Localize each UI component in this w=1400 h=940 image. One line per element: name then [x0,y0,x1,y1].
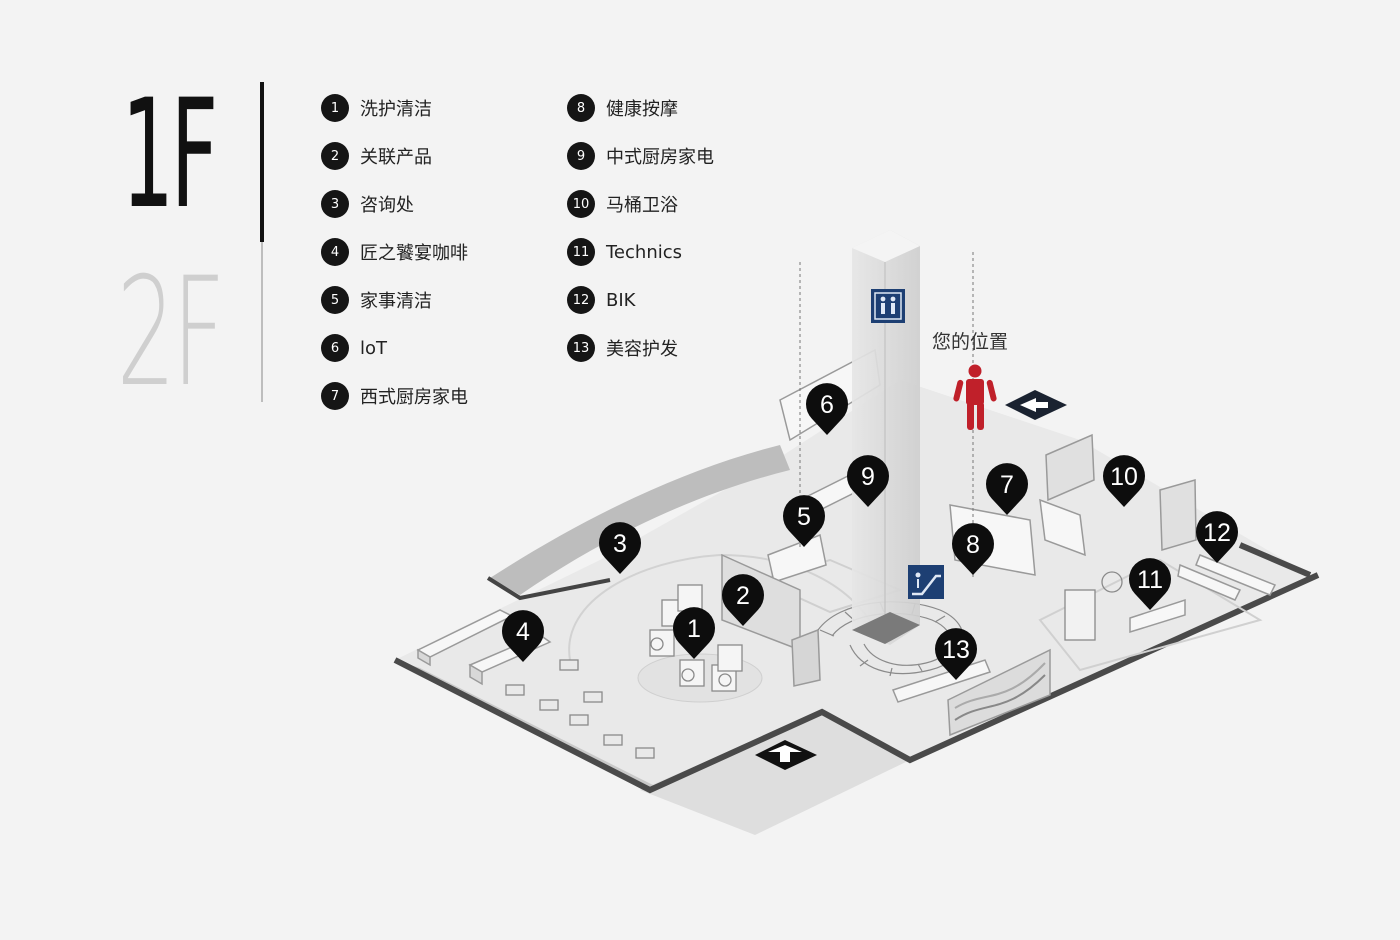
pin-marker [673,607,715,659]
map-pin-5[interactable]: 5 [782,495,825,547]
pin-marker [501,610,544,662]
map-pin-2[interactable]: 2 [722,574,764,626]
pin-marker [599,522,641,574]
legend-item-7[interactable]: 7 西式厨房家电 [321,372,468,420]
legend-number-badge: 8 [567,94,595,122]
pin-number: 11 [1137,566,1163,594]
elevator-icon [871,289,905,323]
pin-number: 4 [516,618,530,646]
legend-number-badge: 3 [321,190,349,218]
pin-marker [1103,455,1145,507]
pin-number: 13 [942,636,970,664]
legend-item-11[interactable]: 11 Technics [567,228,714,276]
pin-marker [1196,511,1239,563]
pin-number: 6 [820,391,834,419]
legend-number-badge: 4 [321,238,349,266]
map-pin-12[interactable]: 12 [1196,511,1239,563]
escalator-icon [908,565,944,599]
you-are-here-marker: 您的位置 [932,331,1008,430]
central-tower [852,230,920,645]
map-pin-13[interactable]: 13 [935,628,977,680]
map-pin-10[interactable]: 10 [1103,455,1145,507]
floor-switcher: 1F 2F [80,80,270,410]
pin-marker [805,383,848,435]
legend-item-9[interactable]: 9 中式厨房家电 [567,132,714,180]
map-pin-6[interactable]: 6 [805,383,848,435]
legend-label: 匠之饕宴咖啡 [360,243,468,264]
pin-marker [1129,558,1171,610]
legend-number-badge: 2 [321,142,349,170]
legend-number-badge: 5 [321,286,349,314]
pin-number: 3 [613,530,627,558]
pin-number: 12 [1203,519,1231,547]
legend-label: 中式厨房家电 [606,147,714,168]
pin-number: 1 [687,615,701,643]
person-icon [953,364,997,430]
legend-label: loT [360,337,388,359]
legend-label: 关联产品 [360,147,432,168]
pin-marker [935,628,977,680]
active-floor-indicator [260,82,264,242]
cafe-seating [505,659,655,759]
legend-item-3[interactable]: 3 咨询处 [321,180,468,228]
legend-number-badge: 13 [567,334,595,362]
legend-item-10[interactable]: 10 马桶卫浴 [567,180,714,228]
legend-number-badge: 1 [321,94,349,122]
legend-column-1: 1 洗护清洁 2 关联产品 3 咨询处 4 匠之饕宴咖啡 5 家事清洁 6 loT 7 西式厨… [321,84,468,420]
map-pin-9[interactable]: 9 [847,455,889,507]
legend-item-2[interactable]: 2 关联产品 [321,132,468,180]
legend-label: Technics [606,241,682,263]
pin-number: 10 [1110,463,1138,491]
pin-number: 7 [1000,471,1014,499]
legend-label: 家事清洁 [360,291,432,312]
legend-item-4[interactable]: 4 匠之饕宴咖啡 [321,228,468,276]
map-pin-3[interactable]: 3 [599,522,641,574]
map-pin-1[interactable]: 1 [673,607,715,659]
pin-number: 5 [797,503,811,531]
legend-item-1[interactable]: 1 洗护清洁 [321,84,468,132]
legend-label: 西式厨房家电 [360,387,468,408]
legend-number-badge: 10 [567,190,595,218]
pin-number: 9 [861,463,875,491]
legend-item-12[interactable]: 12 BIK [567,276,714,324]
entrance-arrow-icon [755,740,817,770]
legend-number-badge: 6 [321,334,349,362]
legend-label: 美容护发 [606,339,678,360]
legend-item-8[interactable]: 8 健康按摩 [567,84,714,132]
legend-column-2: 8 健康按摩 9 中式厨房家电 10 马桶卫浴 11 Technics 12 BIK 13… [567,84,714,372]
legend-number-badge: 7 [321,382,349,410]
legend-number-badge: 9 [567,142,595,170]
legend-number-badge: 11 [567,238,595,266]
exit-arrow-icon [1005,390,1067,420]
map-pin-4[interactable]: 4 [501,610,544,662]
map-pin-8[interactable]: 8 [952,523,994,575]
map-pin-11[interactable]: 11 [1129,558,1171,610]
map-pin-7[interactable]: 7 [986,463,1028,515]
legend-label: 咨询处 [360,195,414,216]
you-are-here-label: 您的位置 [932,331,1008,353]
legend-label: 马桶卫浴 [606,195,678,216]
pin-number: 2 [736,582,750,610]
sink-fixture [1064,571,1123,641]
pin-marker [952,523,994,575]
legend-label: 洗护清洁 [360,99,432,120]
legend-label: 健康按摩 [606,99,678,120]
pin-marker [782,495,825,547]
legend-number-badge: 12 [567,286,595,314]
floor-divider [261,242,263,402]
legend-item-13[interactable]: 13 美容护发 [567,324,714,372]
outer-wall [393,572,1320,794]
legend-label: BIK [606,289,636,311]
pin-marker [722,574,764,626]
legend-item-5[interactable]: 5 家事清洁 [321,276,468,324]
pin-marker [986,463,1028,515]
legend-item-6[interactable]: 6 loT [321,324,468,372]
pin-marker [847,455,889,507]
pin-number: 8 [966,531,980,559]
